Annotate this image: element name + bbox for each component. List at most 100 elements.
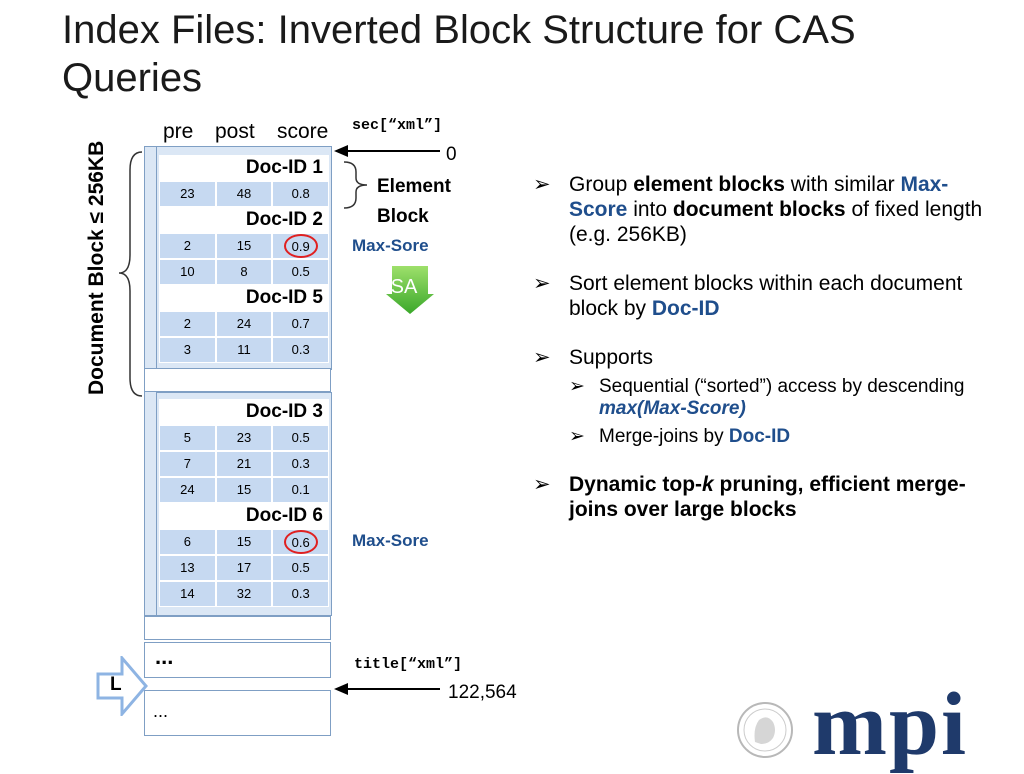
table-row: 7 21 0.3 — [159, 451, 330, 477]
score-cell: 0.5 — [272, 425, 330, 451]
bullet-text: Merge-joins by — [599, 426, 729, 447]
bullet-arrow-icon: ➢ — [533, 173, 551, 196]
title-tag-label: title[“xml”] — [354, 656, 463, 673]
column-header-post: post — [215, 120, 255, 143]
pre-cell: 3 — [159, 337, 216, 363]
bullet-text: with similar — [784, 173, 901, 196]
element-block-brace — [343, 161, 368, 209]
score-cell: 0.1 — [272, 477, 330, 503]
bullet-emphasis: max(Max-Score) — [599, 398, 746, 419]
bullet-emphasis: element blocks — [633, 173, 785, 196]
score-cell: 0.5 — [272, 555, 330, 581]
max-planck-seal-logo-icon — [737, 702, 793, 758]
document-block-label: Document Block ≤ 256KB — [85, 140, 108, 395]
score-cell: 0.5 — [272, 259, 330, 285]
table-row: 5 23 0.5 — [159, 425, 330, 451]
table-row: 23 48 0.8 — [159, 181, 330, 207]
score-cell: 0.3 — [272, 451, 330, 477]
document-block-1: Doc-ID 1 23 48 0.8 Doc-ID 2 2 15 0.9 10 … — [156, 146, 332, 370]
bullet-text: pruning, efficient merge-joins over larg… — [569, 473, 966, 521]
bullet-text: Sort element blocks within each document… — [569, 272, 963, 320]
title-offset: 122,564 — [448, 682, 517, 703]
document-block-1-content: Doc-ID 1 23 48 0.8 Doc-ID 2 2 15 0.9 10 … — [159, 155, 330, 363]
post-cell: 32 — [215, 581, 273, 607]
table-row: 2 15 0.9 — [159, 233, 330, 259]
block-gap-2 — [144, 616, 331, 640]
pre-cell: 14 — [159, 581, 216, 607]
pre-cell: 7 — [159, 451, 216, 477]
score-cell: 0.7 — [272, 311, 330, 337]
max-sore-label-2: Max-Sore — [352, 531, 429, 550]
sub-bullet-merge-joins: ➢ Merge-joins by Doc-ID — [569, 426, 1003, 448]
bullet-text: into — [627, 198, 673, 221]
table-row: 6 15 0.6 — [159, 529, 330, 555]
bullet-text: Supports — [569, 346, 654, 369]
bullet-text: Dynamic top- — [569, 473, 703, 496]
bullet-group-blocks: ➢ Group element blocks with similar Max-… — [533, 172, 1003, 247]
ellipsis-box-2: ... — [144, 690, 331, 736]
pre-cell: 10 — [159, 259, 216, 285]
l-label: L — [110, 674, 122, 695]
post-cell: 24 — [215, 311, 273, 337]
table-row: 10 8 0.5 — [159, 259, 330, 285]
score-cell: 0.3 — [272, 581, 330, 607]
column-header-pre: pre — [163, 120, 194, 143]
sub-bullet-sequential: ➢ Sequential (“sorted”) access by descen… — [569, 376, 1003, 420]
bullet-supports: ➢ Supports ➢ Sequential (“sorted”) acces… — [533, 345, 1003, 448]
bullet-text: of fixed length (e.g. 256KB) — [569, 198, 983, 246]
mpi-logo-text: mpi — [812, 675, 969, 774]
ellipsis-box-1: ... — [144, 642, 331, 678]
table-row: 3 11 0.3 — [159, 337, 330, 363]
post-cell: 15 — [215, 233, 273, 259]
pre-cell: 6 — [159, 529, 216, 555]
bullet-list: ➢ Group element blocks with similar Max-… — [533, 172, 1003, 546]
table-row: 13 17 0.5 — [159, 555, 330, 581]
block-gap-1 — [144, 368, 331, 392]
sec-offset: 0 — [446, 144, 457, 165]
pre-cell: 23 — [159, 181, 216, 207]
bullet-emphasis: document blocks — [672, 198, 846, 221]
bullet-arrow-icon: ➢ — [569, 426, 585, 447]
bullet-arrow-icon: ➢ — [533, 272, 551, 295]
pre-cell: 24 — [159, 477, 216, 503]
table-row: 14 32 0.3 — [159, 581, 330, 607]
bullet-text: Group — [569, 173, 634, 196]
post-cell: 8 — [215, 259, 273, 285]
pre-cell: 2 — [159, 311, 216, 337]
post-cell: 48 — [215, 181, 273, 207]
score-cell: 0.3 — [272, 337, 330, 363]
doc-id-header: Doc-ID 2 — [245, 209, 323, 230]
highlighted-max-score: 0.6 — [283, 530, 318, 554]
bullet-emphasis: k — [702, 473, 714, 496]
bullet-arrow-icon: ➢ — [533, 473, 551, 496]
table-row: 2 24 0.7 — [159, 311, 330, 337]
sa-down-arrow-icon — [386, 266, 434, 314]
doc-id-header: Doc-ID 1 — [245, 157, 323, 178]
bullet-emphasis: Doc-ID — [651, 297, 720, 320]
post-cell: 15 — [215, 477, 273, 503]
column-header-score: score — [277, 120, 329, 143]
document-block-2: Doc-ID 3 5 23 0.5 7 21 0.3 24 15 0.1 Doc… — [156, 392, 332, 616]
post-cell: 21 — [215, 451, 273, 477]
table-row: 24 15 0.1 — [159, 477, 330, 503]
element-block-label: Element Block — [377, 176, 451, 227]
title-pointer-arrow-icon — [334, 683, 440, 695]
bullet-pruning: ➢ Dynamic top-k pruning, efficient merge… — [533, 472, 1003, 522]
doc-id-header: Doc-ID 3 — [245, 401, 323, 422]
post-cell: 17 — [215, 555, 273, 581]
bullet-arrow-icon: ➢ — [533, 346, 551, 369]
doc-id-header: Doc-ID 6 — [245, 505, 323, 526]
l-arrow-icon — [96, 656, 148, 716]
pre-cell: 2 — [159, 233, 216, 259]
document-block-brace — [118, 151, 143, 397]
score-cell: 0.9 — [272, 233, 330, 259]
page-title: Index Files: Inverted Block Structure fo… — [62, 8, 856, 100]
score-cell: 0.6 — [272, 529, 330, 555]
post-cell: 15 — [215, 529, 273, 555]
post-cell: 11 — [215, 337, 273, 363]
highlighted-max-score: 0.9 — [283, 234, 318, 258]
bullet-sort-blocks: ➢ Sort element blocks within each docume… — [533, 271, 1003, 321]
max-sore-label: Max-Sore — [352, 236, 429, 255]
score-cell: 0.8 — [272, 181, 330, 207]
pre-cell: 5 — [159, 425, 216, 451]
